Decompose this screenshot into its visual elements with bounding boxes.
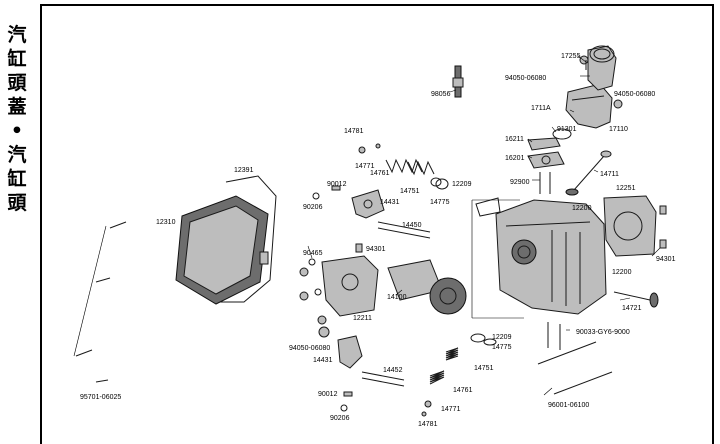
label-94301-right: 94301 <box>656 256 676 263</box>
insulator-gasket-part <box>527 137 565 169</box>
label-90206-b: 90206 <box>330 415 350 422</box>
label-14450: 14450 <box>402 222 422 229</box>
label-90206-a: 90206 <box>303 204 323 211</box>
long-stud-96001 <box>537 341 613 395</box>
label-12391: 12391 <box>234 167 254 174</box>
label-12211: 12211 <box>353 315 372 322</box>
label-96001-06100: 96001-06100 <box>548 402 589 409</box>
rocker-shaft-14452 <box>361 371 405 387</box>
label-94301-center: 94301 <box>366 246 386 253</box>
label-12209-b: 12209 <box>492 334 512 341</box>
label-14431-a: 14431 <box>380 199 400 206</box>
label-91301: 91301 <box>557 126 577 133</box>
head-cover-part <box>175 175 277 305</box>
rocker-arm-upper <box>351 189 385 219</box>
label-95701-06025: 95701-06025 <box>80 394 121 401</box>
intake-valve-part <box>565 150 612 196</box>
label-14100: 14100 <box>387 294 407 301</box>
label-16201: 16201 <box>505 155 525 162</box>
label-94050-06080-b: 94050-06080 <box>614 91 655 98</box>
side-title-char: 頭 <box>7 192 27 214</box>
label-14771-b: 14771 <box>441 406 461 413</box>
rocker-shaft-14450 <box>377 221 431 239</box>
label-14761-a: 14761 <box>370 170 390 177</box>
label-14721: 14721 <box>622 305 642 312</box>
label-14751-a: 14751 <box>400 188 420 195</box>
label-12209-a: 12209 <box>452 181 472 188</box>
label-94050-06080-a: 94050-06080 <box>505 75 546 82</box>
label-1711a: 1711A <box>531 105 551 112</box>
part-labels: 17255 94050-06080 94050-06080 98056 1711… <box>80 53 676 428</box>
side-title-char: 缸 <box>7 48 27 70</box>
label-16211: 16211 <box>505 136 524 143</box>
label-14781-b: 14781 <box>418 421 438 428</box>
label-14431-b: 14431 <box>313 357 333 364</box>
adjust-screw-90012-lower <box>340 391 353 412</box>
spark-plug-part <box>452 65 464 98</box>
diagram-frame <box>40 4 714 444</box>
side-title-char: 汽 <box>7 24 27 46</box>
side-title-char: 缸 <box>7 168 27 190</box>
label-90033-gy6-9000: 90033-GY6-9000 <box>576 329 630 336</box>
label-14761-b: 14761 <box>453 387 473 394</box>
label-12310: 12310 <box>156 219 176 226</box>
camshaft-holder-part <box>321 255 379 317</box>
side-title-char: 蓋 <box>7 96 27 118</box>
exhaust-valve-part <box>613 291 659 308</box>
head-gasket-part <box>603 195 657 257</box>
dowel-pin-94301-center <box>355 243 363 253</box>
label-90465: 90465 <box>303 250 323 257</box>
valve-spring-lower <box>421 333 497 417</box>
cylinder-head-part <box>471 197 607 319</box>
rocker-arm-lower <box>337 335 363 369</box>
label-14711: 14711 <box>600 171 619 178</box>
side-title-char: 汽 <box>7 144 27 166</box>
camshaft-part <box>387 259 467 315</box>
label-14751-b: 14751 <box>474 365 494 372</box>
intake-manifold-part <box>565 45 623 129</box>
nut-94050-lower <box>317 315 330 338</box>
stud-bolts-92900 <box>539 172 551 194</box>
label-14781-a: 14781 <box>344 128 364 135</box>
side-title-char: 頭 <box>7 72 27 94</box>
label-14775-b: 14775 <box>492 344 512 351</box>
valve-spring-upper <box>358 143 449 190</box>
label-92900: 92900 <box>510 179 530 186</box>
label-14771-a: 14771 <box>355 163 375 170</box>
label-14775-a: 14775 <box>430 199 450 206</box>
label-17255: 17255 <box>561 53 581 60</box>
label-12251: 12251 <box>616 185 636 192</box>
label-17110: 17110 <box>609 126 628 133</box>
label-12200-a: 12200 <box>572 205 592 212</box>
leader-lines <box>307 55 661 396</box>
side-title: 汽 缸 頭 蓋 • 汽 缸 頭 <box>0 0 40 436</box>
label-90012-b: 90012 <box>318 391 338 398</box>
washers-90465 <box>299 258 322 301</box>
dowel-pin-94301-right <box>659 205 667 249</box>
label-94050-06080-c: 94050-06080 <box>289 345 330 352</box>
label-98056: 98056 <box>431 91 451 98</box>
adjust-screw-90012-upper <box>312 185 341 200</box>
label-14452: 14452 <box>383 367 403 374</box>
side-title-char: • <box>10 120 24 142</box>
label-90012-a: 90012 <box>327 181 347 188</box>
cover-bolts-95701 <box>73 221 127 383</box>
label-12200-b: 12200 <box>612 269 632 276</box>
o-ring-91301 <box>552 128 572 140</box>
stud-bolts-90033 <box>547 322 561 350</box>
